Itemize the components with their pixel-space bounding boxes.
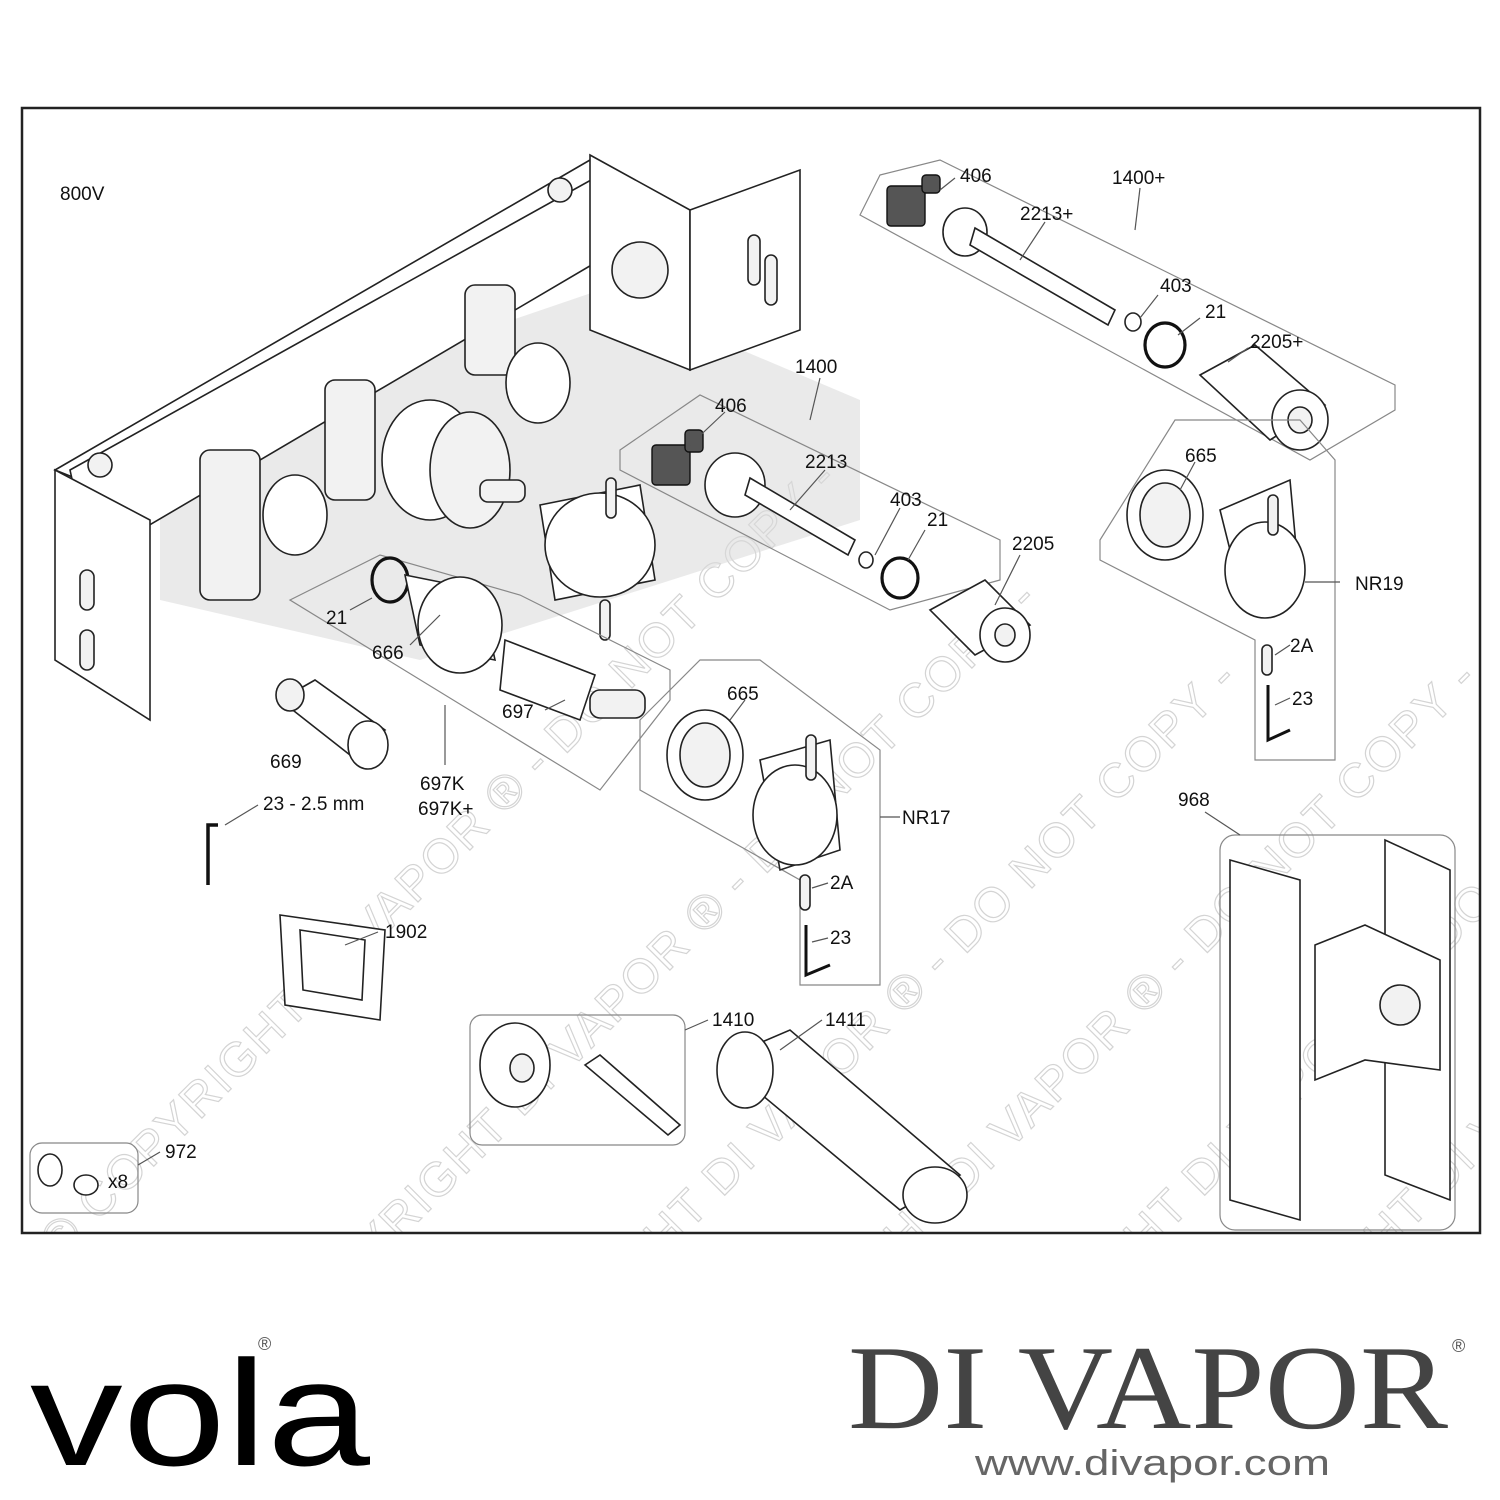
group-968-brackets xyxy=(1219,834,1456,1231)
part-label: 403 xyxy=(890,490,922,511)
part-label: 406 xyxy=(715,396,747,417)
part-label: 2205 xyxy=(1012,534,1054,555)
part-labels: 406 1400+ 2213+ 403 21 2205+ 1400 406 22… xyxy=(108,166,1404,1193)
valve-body-assembly xyxy=(53,153,860,722)
part-label: 2213+ xyxy=(1020,204,1073,225)
part-label: 968 xyxy=(1178,790,1210,811)
part-669-tool xyxy=(275,678,389,770)
part-label: 2205+ xyxy=(1250,332,1303,353)
part-label: 697K+ xyxy=(418,799,473,820)
group-1410 xyxy=(469,1014,686,1146)
part-label: 665 xyxy=(727,684,759,705)
part-1902-gasket xyxy=(279,914,386,1021)
part-label: 666 xyxy=(372,643,404,664)
part-label: 2A xyxy=(830,873,854,894)
part-label: 1400+ xyxy=(1112,168,1165,189)
part-label: 669 xyxy=(270,752,302,773)
part-label: 21 xyxy=(927,510,948,531)
part-23-hex-key xyxy=(206,823,218,885)
vola-logo: vola ® xyxy=(30,1329,371,1497)
part-label: 2A xyxy=(1290,636,1314,657)
group-NR19 xyxy=(1099,419,1336,761)
group-697K xyxy=(288,554,671,791)
divapor-logo: DI VAPOR ® www.divapor.com xyxy=(848,1321,1465,1483)
divapor-website: www.divapor.com xyxy=(974,1442,1330,1483)
group-NR17 xyxy=(639,659,881,986)
part-label: NR19 xyxy=(1355,574,1404,595)
part-label: 23 xyxy=(830,928,851,949)
part-label: x8 xyxy=(108,1172,128,1193)
part-1411-tool xyxy=(716,1029,968,1224)
part-label: 1400 xyxy=(795,357,837,378)
divapor-wordmark: DI VAPOR xyxy=(848,1321,1448,1454)
group-1400 xyxy=(619,394,1032,663)
group-1400-plus xyxy=(859,159,1396,461)
part-label: 406 xyxy=(960,166,992,187)
divapor-registered-mark: ® xyxy=(1452,1336,1465,1356)
diagram-frame xyxy=(20,106,1482,1235)
part-label: 21 xyxy=(1205,302,1226,323)
vola-wordmark: vola xyxy=(30,1329,371,1497)
group-972 xyxy=(29,1142,139,1214)
part-label: NR17 xyxy=(902,808,951,829)
vola-registered-mark: ® xyxy=(258,1334,271,1354)
part-label: 1902 xyxy=(385,922,427,943)
part-label: 2213 xyxy=(805,452,847,473)
part-label: 23 xyxy=(1292,689,1313,710)
part-label: 697 xyxy=(502,702,534,723)
part-label: 403 xyxy=(1160,276,1192,297)
part-label: 665 xyxy=(1185,446,1217,467)
part-label: 1410 xyxy=(712,1010,754,1031)
part-label: 1411 xyxy=(825,1010,866,1031)
part-label: 697K xyxy=(420,774,465,795)
part-label: 972 xyxy=(165,1142,197,1163)
part-label: 21 xyxy=(326,608,347,629)
model-label: 800V xyxy=(60,184,105,205)
leader-lines xyxy=(137,177,1340,1166)
part-label: 23 - 2.5 mm xyxy=(263,794,364,815)
